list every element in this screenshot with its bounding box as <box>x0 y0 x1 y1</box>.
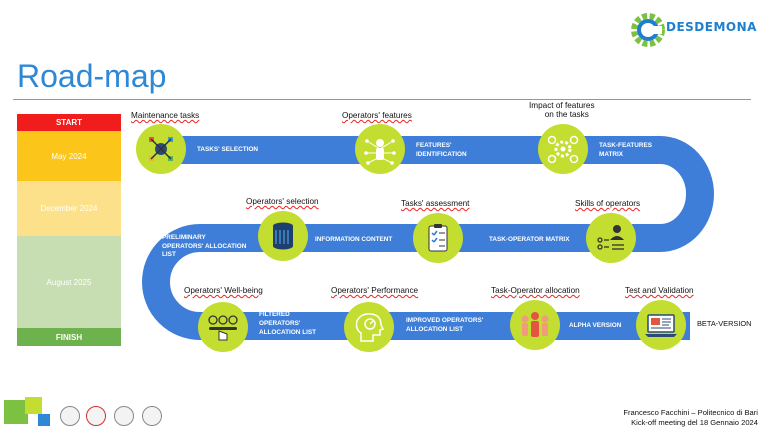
partner-logo-2 <box>86 406 106 426</box>
road-label-task-operator-matrix: TASK-OPERATOR MATRIX <box>489 236 570 243</box>
footer-meeting: Kick-off meeting del 18 Gennaio 2024 <box>631 418 758 427</box>
step-circle-wellbeing <box>198 302 248 352</box>
step-circle-allocation <box>510 300 560 350</box>
road-label-features-identification: FEATURES' IDENTIFICATION <box>416 141 467 159</box>
partner-logo-3 <box>114 406 134 426</box>
timeline-start: START <box>17 114 121 131</box>
laptop-icon <box>645 314 677 337</box>
step-circle-performance <box>344 302 394 352</box>
footer-author: Francesco Facchini – Politecnico di Bari <box>623 408 758 417</box>
road-label-improved-allocation: IMPROVED OPERATORS' ALLOCATION LIST <box>406 316 483 334</box>
gears-icon <box>547 135 579 164</box>
step-circle-operators-selection <box>258 211 308 261</box>
timeline-august-2025: August 2025 <box>17 236 121 328</box>
step-circle-maintenance <box>136 124 186 174</box>
timeline-finish: FINISH <box>17 328 121 346</box>
faces-icon <box>208 315 238 341</box>
road-label-line: ALLOCATION LIST <box>259 329 317 336</box>
database-icon <box>273 222 293 250</box>
road-label-filtered-allocation: FILTERED OPERATORS' ALLOCATION LIST <box>259 310 316 337</box>
step-title-skills: Skills of operators <box>575 199 641 208</box>
team-icon <box>521 312 549 337</box>
road-label-line: ALLOCATION LIST <box>406 326 464 333</box>
step-circle-impact <box>538 124 588 174</box>
road-label-line: OPERATORS' ALLOCATION <box>162 242 247 250</box>
step-circle-operators-features <box>355 124 405 174</box>
road-label-preliminary-allocation: PRELIMINARY OPERATORS' ALLOCATION LIST <box>162 234 246 260</box>
road-label-line: PRELIMINARY <box>162 234 206 241</box>
step-title-maintenance: Maintenance tasks <box>131 111 200 120</box>
clipboard-icon <box>428 224 448 252</box>
road-label-line: IMPROVED OPERATORS' <box>406 317 484 324</box>
step-circle-skills <box>586 213 636 263</box>
road-label-tasks-selection: TASKS' SELECTION <box>197 146 259 153</box>
partner-logo-4 <box>142 406 162 426</box>
road-label-line: MATRIX <box>599 151 624 158</box>
step-title-operators-selection: Operators' selection <box>246 197 319 206</box>
beta-version-label: BETA-VERSION <box>697 319 752 328</box>
timeline-december-2024: December 2024 <box>17 181 121 236</box>
step-title-impact: Impact of features on the tasks <box>529 101 595 119</box>
road-label-alpha-version: ALPHA VERSION <box>569 322 622 329</box>
road-label-line: TASK-FEATURES <box>599 142 653 149</box>
logo-wordmark: DESDEMONA <box>666 20 757 34</box>
step-title-test-validation: Test and Validation <box>625 286 694 295</box>
footer-square-green <box>4 400 28 424</box>
step-title-tasks-assessment: Tasks' assessment <box>401 199 470 208</box>
page-title: Road-map <box>17 58 167 94</box>
road-label-task-features-matrix: TASK-FEATURES MATRIX <box>599 141 652 159</box>
partner-logo-1 <box>60 406 80 426</box>
title-line: on the tasks <box>544 110 589 119</box>
step-title-performance: Operators' Performance <box>331 286 419 295</box>
road-label-line: FEATURES' <box>416 142 452 149</box>
footer-square-lime <box>25 397 42 414</box>
road-label-line: IDENTIFICATION <box>416 151 467 158</box>
road-label-line: FILTERED <box>259 311 290 318</box>
road-label-line: OPERATORS' <box>259 320 301 327</box>
timeline-may-2024: May 2024 <box>17 131 121 181</box>
person-network-icon <box>364 139 396 165</box>
head-gauge-icon <box>355 313 385 342</box>
step-circle-tasks-assessment <box>413 213 463 263</box>
footer-square-blue <box>38 414 50 426</box>
desdemona-logo <box>631 13 665 47</box>
step-title-wellbeing: Operators' Well-being <box>184 286 263 295</box>
road-label-line: LIST <box>162 251 176 258</box>
step-circle-test-validation <box>636 300 686 350</box>
title-divider <box>13 99 751 100</box>
tools-icon <box>149 137 173 161</box>
title-line: Impact of features <box>529 101 595 110</box>
step-title-task-operator-allocation: Task-Operator allocation <box>491 286 580 295</box>
step-title-operators-features: Operators' features <box>342 111 412 120</box>
checklist-person-icon <box>597 225 624 250</box>
road-label-information-content: INFORMATION CONTENT <box>315 236 393 243</box>
